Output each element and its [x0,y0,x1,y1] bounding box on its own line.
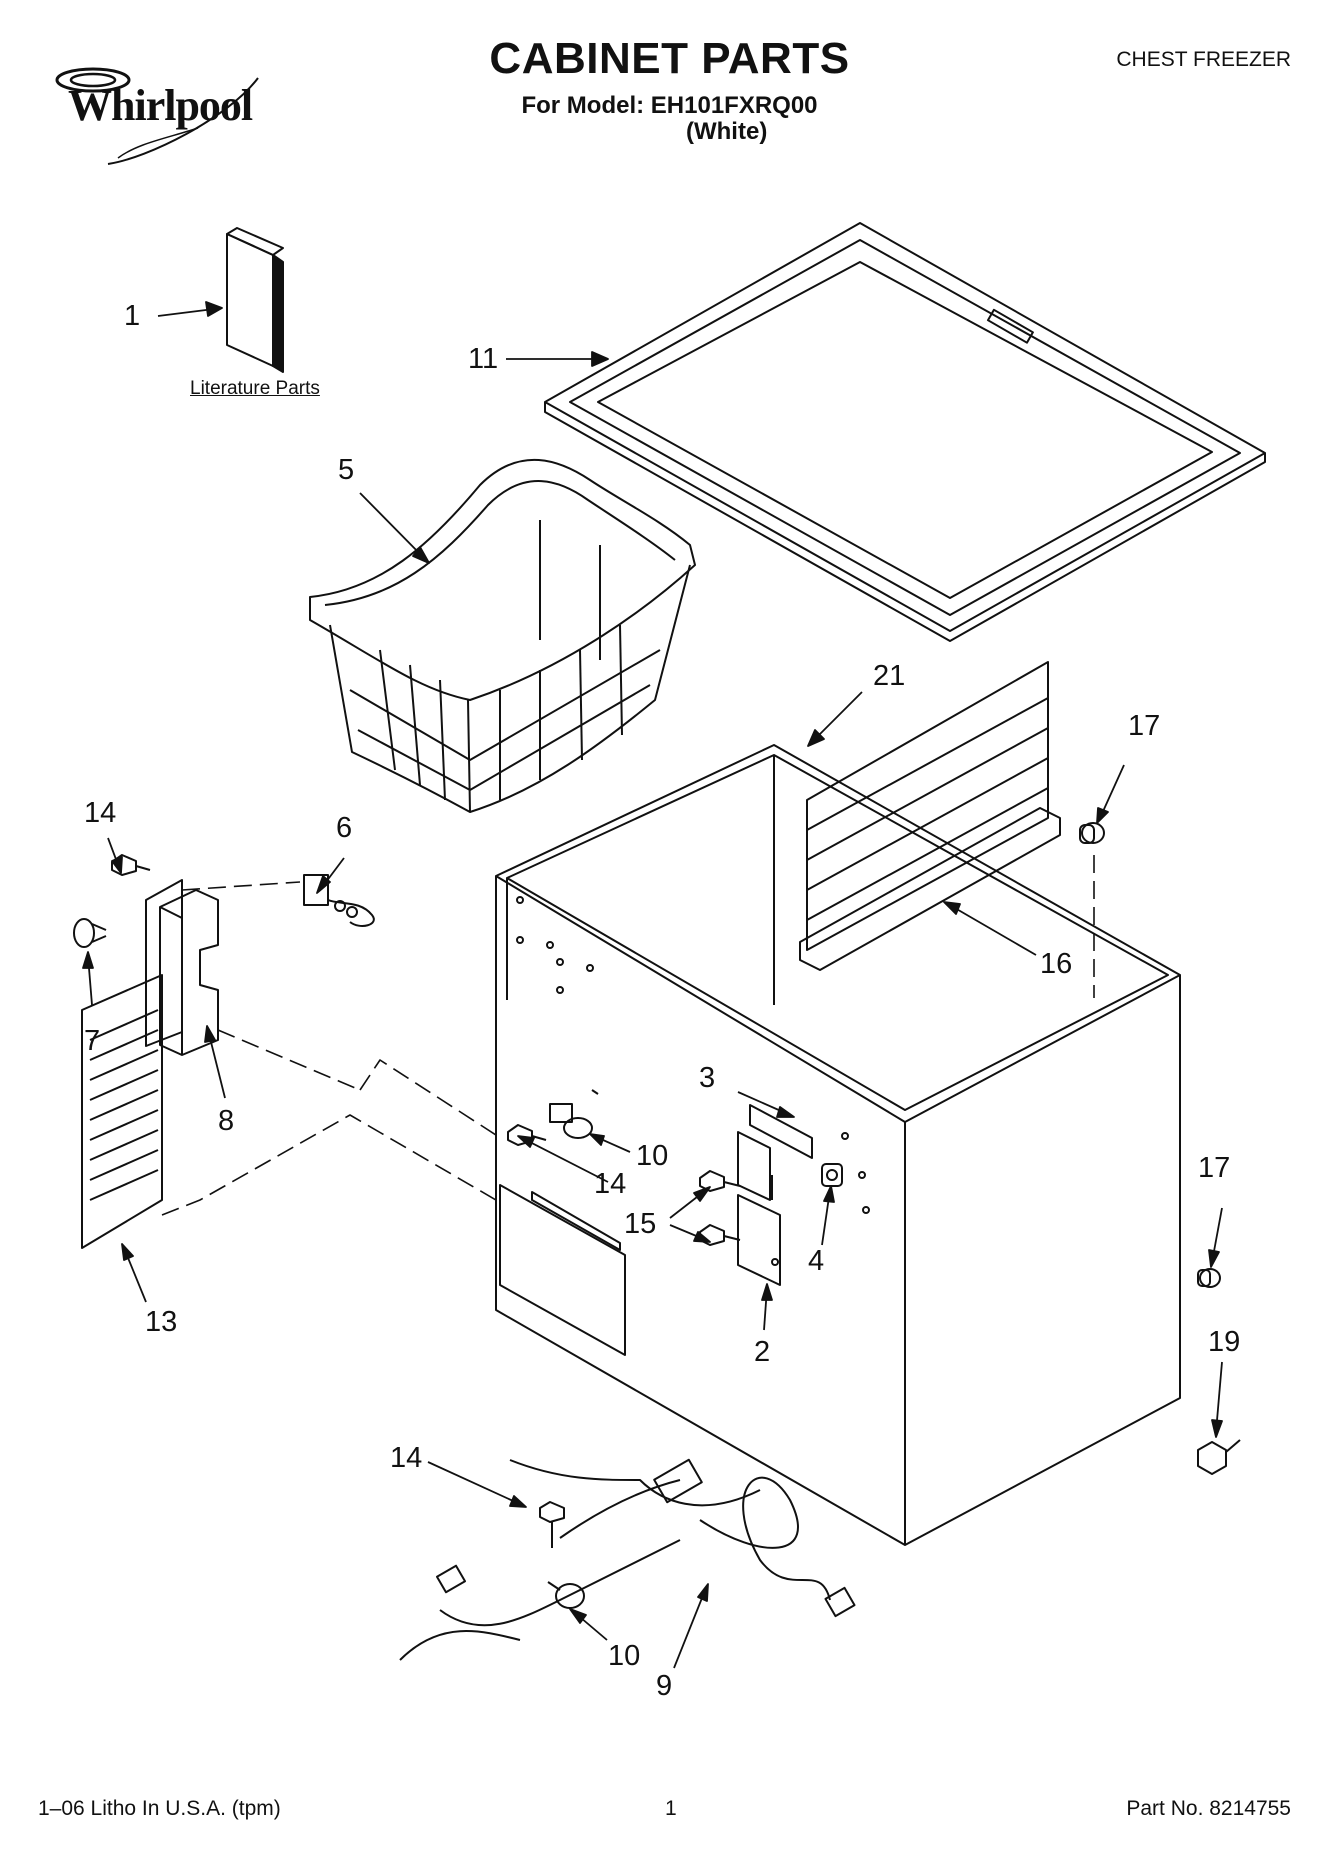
callout-3: 3 [699,1062,716,1094]
callout-1: 1 [124,300,141,332]
callout-2: 2 [754,1336,771,1368]
callout-13: 13 [145,1306,178,1338]
callout-21: 21 [873,660,906,692]
callout-6: 6 [336,812,353,844]
swirl-logo-icon [55,67,259,165]
leveling-feet [1079,822,1241,1475]
callout-14-bottom: 14 [390,1442,423,1474]
product-type: CHEST FREEZER [1116,48,1291,71]
model-variant: (White) [686,118,768,145]
callout-9: 9 [656,1670,673,1702]
callout-19: 19 [1208,1326,1241,1358]
callout-17-bottom: 17 [1198,1152,1231,1184]
part-number: Part No. 8214755 [1126,1797,1291,1820]
assembly-lines [161,855,1095,1216]
callout-14-left: 14 [84,797,117,829]
callout-4: 4 [808,1245,825,1277]
wire-clamp-upper [549,1089,599,1139]
thermostat [303,874,375,927]
callout-15: 15 [624,1208,657,1240]
whirlpool-logo: Whirlpool [48,58,278,168]
literature-parts-label: Literature Parts [190,378,320,399]
callout-17-top: 17 [1128,710,1161,742]
callout-10-lower: 10 [608,1640,641,1672]
leader-arrows [82,301,1223,1669]
litho-info: 1–06 Litho In U.S.A. (tpm) [38,1797,281,1820]
ventilation-grille [81,974,163,1249]
thermostat-knob [73,918,107,948]
page-title: CABINET PARTS [489,34,850,83]
callout-11: 11 [468,343,499,375]
storage-basket [309,459,696,813]
callout-7: 7 [84,1025,101,1057]
callout-16: 16 [1040,948,1073,980]
hinge-assembly [737,1104,813,1286]
cabinet-divider [799,661,1061,971]
literature-booklet [226,227,284,373]
page-number: 1 [665,1797,677,1820]
control-housing [145,879,219,1056]
cabinet-plug [821,1163,843,1187]
freezer-cabinet [495,744,1181,1546]
callout-8: 8 [218,1105,235,1137]
callout-10-upper: 10 [636,1140,669,1172]
brand-name: Whirlpool [68,81,253,130]
callout-14-middle: 14 [594,1168,627,1200]
freezer-lid [544,222,1266,642]
model-number: For Model: EH101FXRQ00 [521,92,818,119]
callout-5: 5 [338,454,355,486]
wiring-harness [399,1458,856,1661]
